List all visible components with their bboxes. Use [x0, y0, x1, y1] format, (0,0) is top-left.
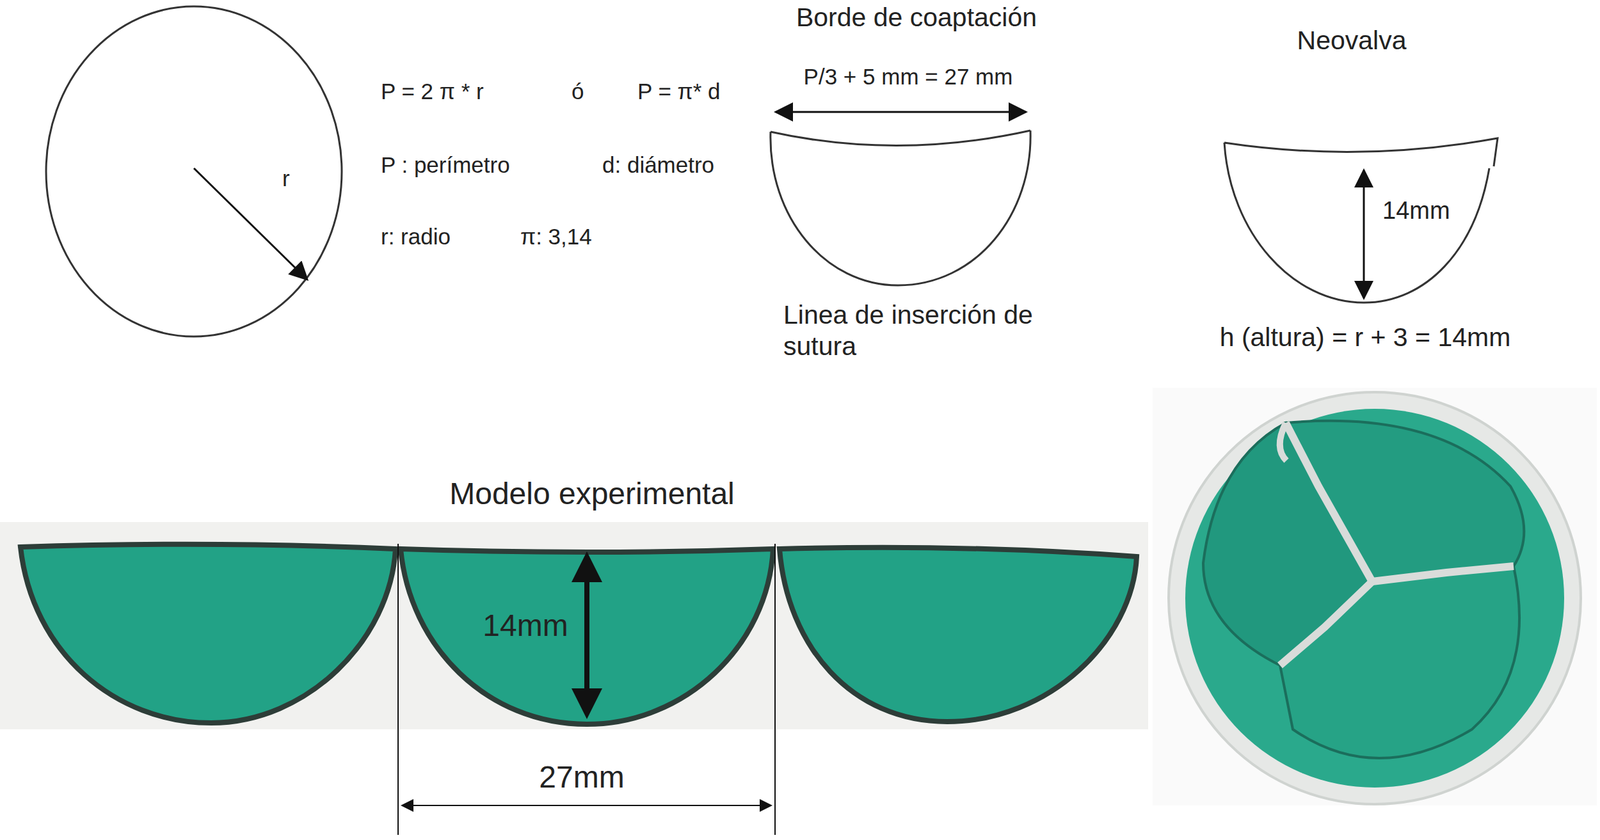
divider-line	[397, 544, 399, 836]
radius-arrow	[193, 168, 308, 280]
tube-rim	[1168, 392, 1581, 805]
formula-connector: ó	[571, 78, 584, 105]
valve-slit	[1285, 423, 1373, 582]
section-heading: Borde de coaptación	[796, 1, 1037, 34]
valve-slit	[1280, 581, 1373, 666]
height-arrow	[584, 556, 590, 715]
neovalva-outline	[1224, 138, 1498, 303]
formula: P = 2 π * r	[380, 78, 484, 105]
photo-ground	[0, 522, 1149, 730]
leaflet-outline	[770, 130, 1031, 286]
section-heading: Neovalva	[1297, 24, 1407, 57]
height-arrow	[1363, 170, 1366, 299]
section-heading: Modelo experimental	[449, 475, 735, 513]
width-arrow	[401, 805, 772, 807]
dimension-label: 14mm	[482, 607, 568, 645]
valve-leaflet	[1203, 423, 1373, 666]
circle-outline	[46, 6, 342, 337]
green-leaflet	[779, 547, 1137, 722]
valve-slit	[1372, 566, 1514, 582]
formula: P = π* d	[637, 78, 721, 105]
dimension-label: 27mm	[538, 759, 624, 797]
legend-note: d: diámetro	[602, 151, 715, 179]
divider-line	[774, 544, 776, 836]
valve-slit	[1280, 423, 1287, 461]
photo-ground	[1152, 387, 1597, 806]
radius-label: r	[282, 165, 290, 192]
legend-note: P : perímetro	[380, 151, 511, 179]
suture-line-label: Linea de inserción de sutura	[783, 299, 1059, 363]
dimension-label: 14mm	[1382, 196, 1451, 226]
dimension-formula: P/3 + 5 mm = 27 mm	[803, 63, 1014, 91]
green-leaflet	[20, 544, 396, 724]
height-formula: h (altura) = r + 3 = 14mm	[1219, 321, 1512, 354]
legend-note: r: radio	[380, 223, 451, 251]
legend-note: π: 3,14	[520, 223, 592, 251]
tube-inner	[1185, 408, 1565, 788]
coaptation-arrow	[775, 111, 1026, 114]
green-leaflet	[400, 549, 774, 725]
